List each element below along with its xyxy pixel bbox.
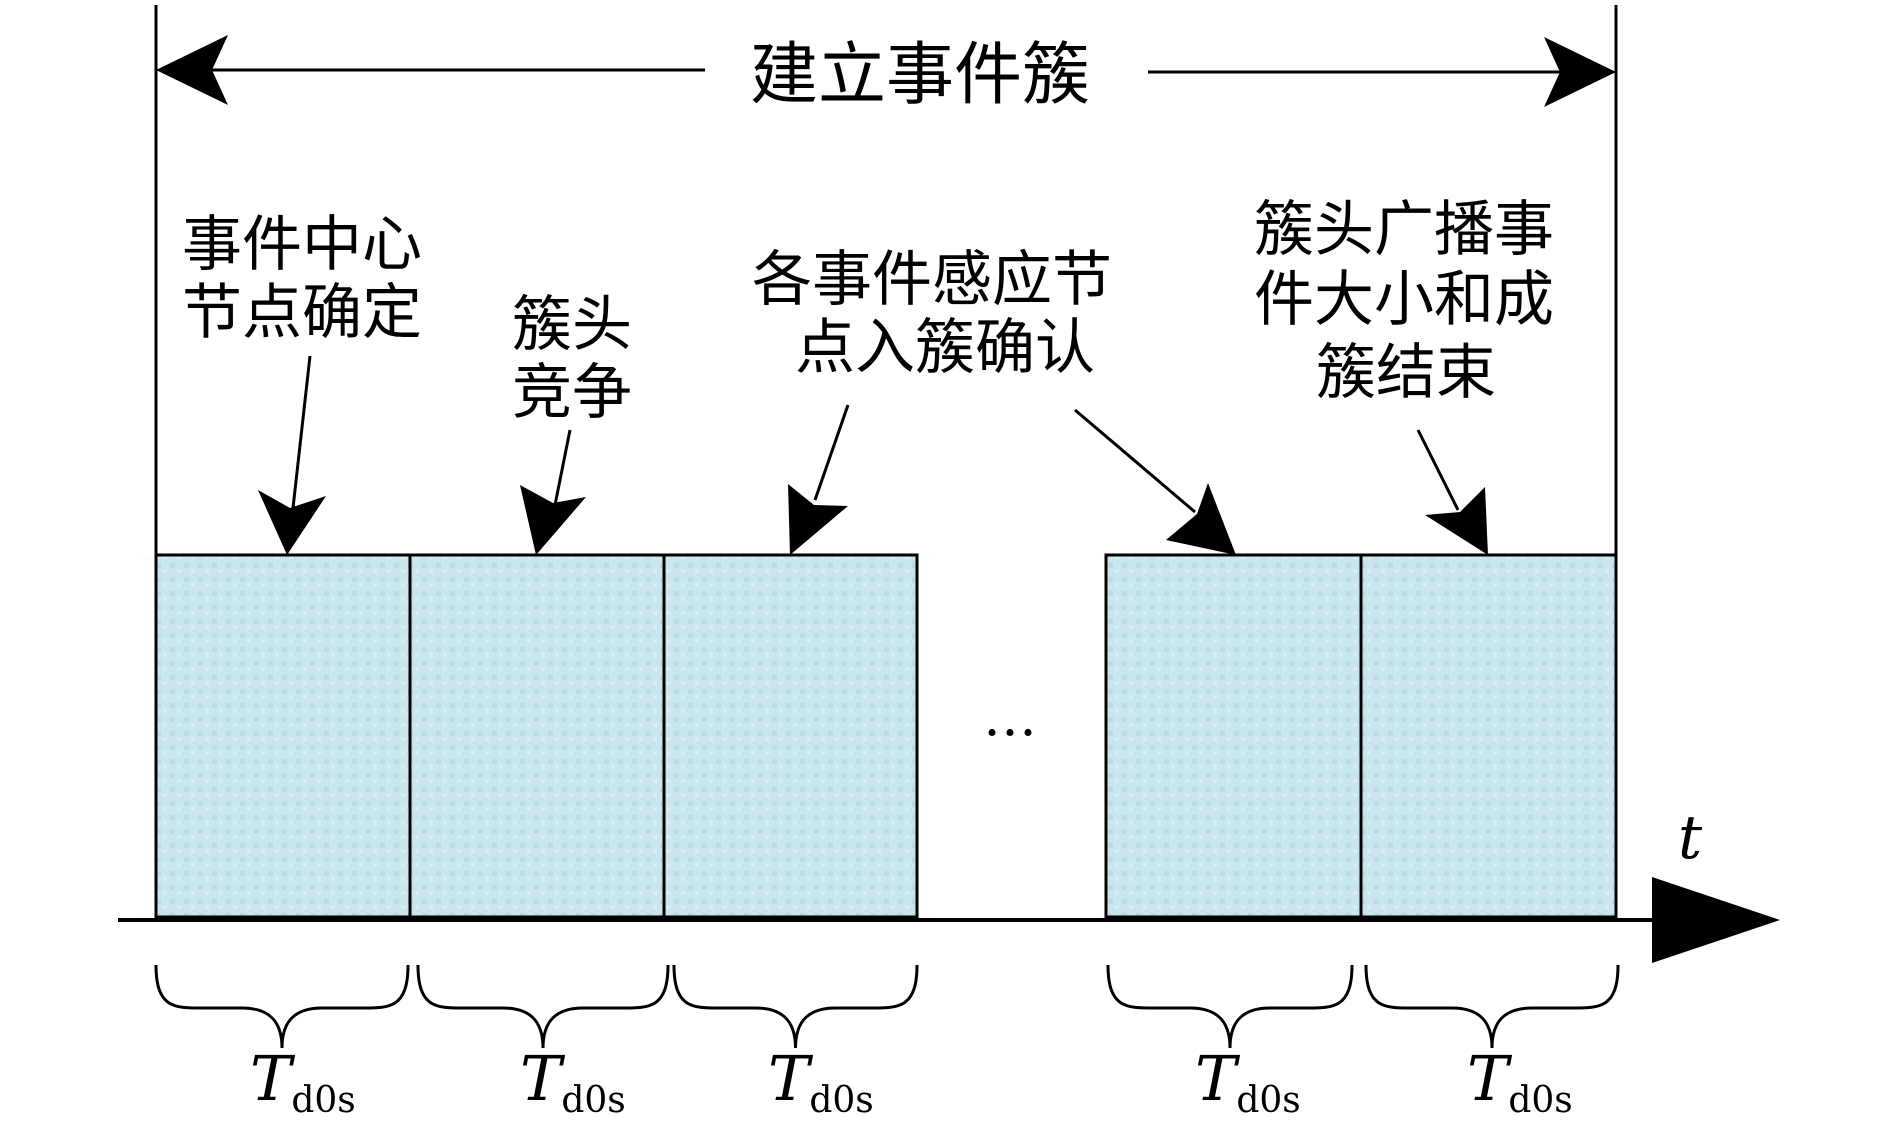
annotation-2-arrowhead [520, 485, 586, 555]
svg-text:簇头广播事: 簇头广播事 [1254, 195, 1554, 265]
time-axis-arrowhead [1652, 877, 1780, 963]
gap-ellipsis: … [983, 685, 1037, 748]
annotation-3b-arrowhead [1166, 483, 1236, 555]
annotation-2-arrow-shaft [553, 429, 572, 506]
slot-brace-2 [416, 964, 670, 1049]
diagram-title: 建立事件簇 [750, 36, 1090, 115]
time-slot-4 [1104, 553, 1363, 919]
annotation-1-arrow-shaft [291, 355, 312, 509]
annotation-2-line-2: 竞争 [512, 358, 632, 428]
slot-brace-5 [1364, 964, 1620, 1049]
annotation-1-line-2: 节点确定 [182, 278, 422, 348]
annotation-4-line-2: 件大小和成 [1254, 265, 1554, 335]
time-slot-1 [154, 553, 412, 919]
annotation-3-line-2: 点入簇确认 [795, 313, 1095, 383]
annotation-4-line-3: 簇结束 [1316, 338, 1496, 408]
slot-duration-labels: Td0s Td0s Td0s Td0s Td0s [250, 1042, 1573, 1121]
annotation-3b-arrow-shaft [1074, 408, 1196, 514]
slot-brace-1 [154, 964, 410, 1049]
slot-braces [154, 964, 1620, 1049]
annotation-3-arrow-shaft [813, 404, 850, 501]
time-axis-label: t [1678, 803, 1703, 873]
svg-text:事件中心: 事件中心 [182, 210, 422, 280]
annotation-4-arrowhead [1425, 487, 1488, 555]
annotation-3-line-1: 各事件感应节 [752, 245, 1112, 315]
title-arrow-right-head [1544, 37, 1616, 107]
annotation-cluster-head-broadcast: 簇头广播事 件大小和成 簇结束 [1254, 195, 1554, 555]
svg-text:件大小和成: 件大小和成 [1254, 265, 1554, 335]
time-slot-2 [408, 553, 666, 919]
svg-text:点入簇确认: 点入簇确认 [795, 313, 1095, 383]
slot-label-5: Td0s [1467, 1042, 1573, 1121]
title-arrow-left-head [156, 35, 228, 105]
svg-text:簇头: 簇头 [512, 290, 632, 360]
annotation-4-arrow-shaft [1416, 429, 1460, 511]
annotation-1-line-1: 事件中心 [182, 210, 422, 280]
svg-text:竞争: 竞争 [512, 358, 632, 428]
slot-brace-4 [1106, 964, 1354, 1049]
svg-text:各事件感应节: 各事件感应节 [752, 245, 1112, 315]
svg-text:节点确定: 节点确定 [182, 278, 422, 348]
annotation-1-arrowhead [258, 490, 326, 555]
annotation-cluster-head-competition: 簇头 竞争 [512, 290, 632, 555]
annotation-3-arrowhead [788, 484, 848, 555]
time-slot-5 [1359, 553, 1618, 919]
annotation-node-join-confirmation: 各事件感应节 点入簇确认 [752, 245, 1236, 555]
svg-text:簇结束: 簇结束 [1316, 338, 1496, 408]
annotation-2-line-1: 簇头 [512, 290, 632, 360]
time-slot-3 [662, 553, 919, 919]
slot-label-3: Td0s [768, 1042, 874, 1121]
slot-brace-3 [672, 964, 919, 1049]
slot-label-1: Td0s [250, 1042, 356, 1121]
slot-label-2: Td0s [520, 1042, 626, 1121]
annotation-event-center-node: 事件中心 节点确定 [182, 210, 422, 555]
annotation-4-line-1: 簇头广播事 [1254, 195, 1554, 265]
time-slots [154, 553, 1618, 919]
slot-label-4: Td0s [1195, 1042, 1301, 1121]
